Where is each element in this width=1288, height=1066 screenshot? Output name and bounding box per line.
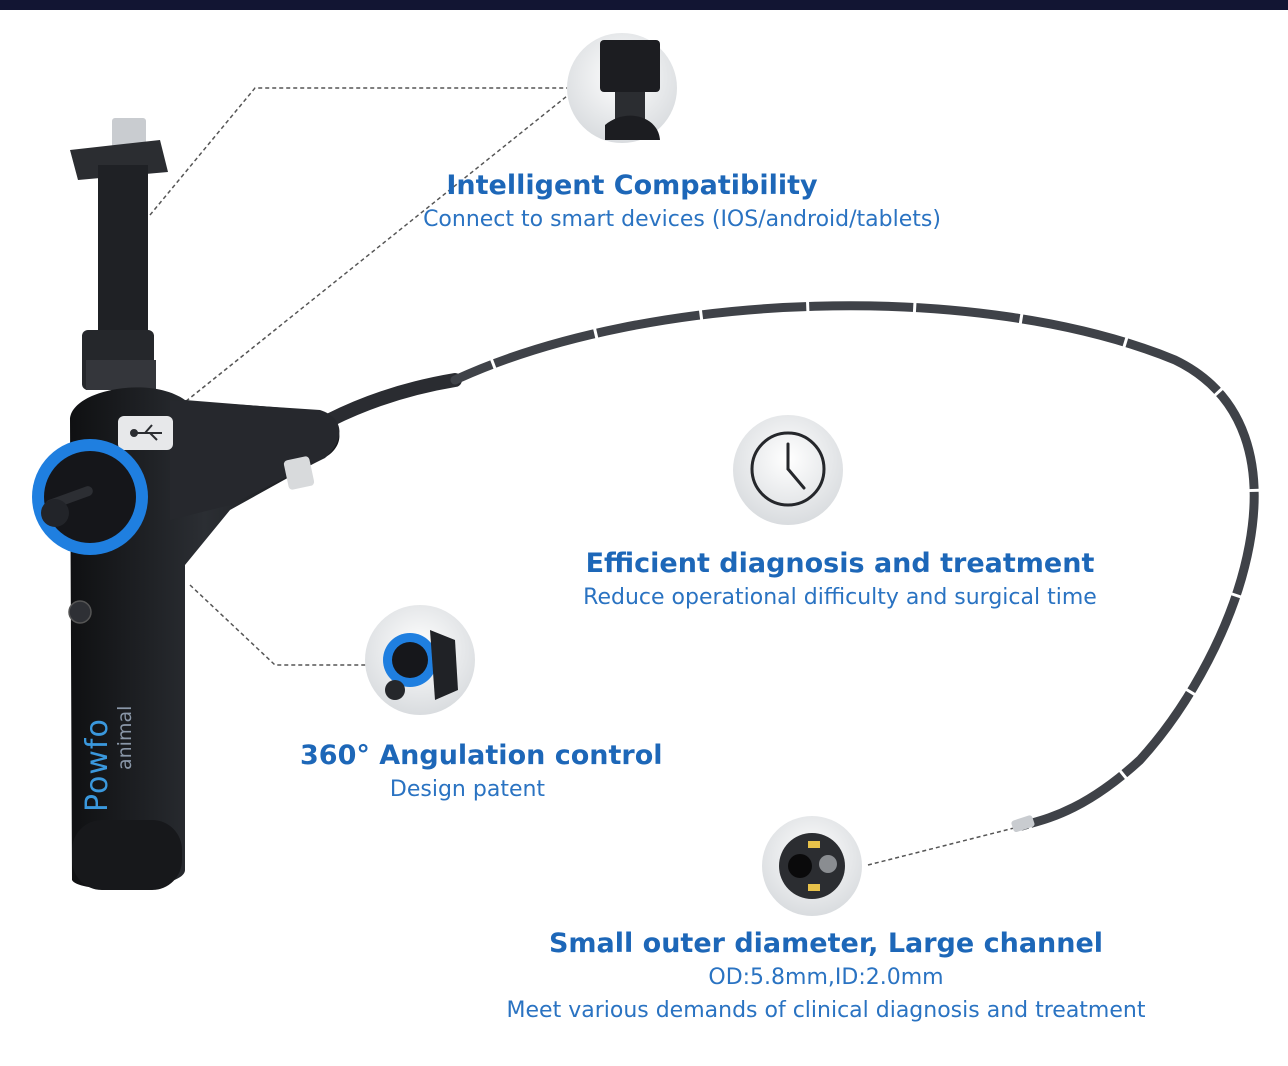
feature-diameter: Small outer diameter, Large channel OD:5… <box>470 928 1182 1023</box>
feature-compatibility-subtitle: Connect to smart devices (IOS/android/ta… <box>423 207 941 232</box>
usb-icon <box>130 424 162 441</box>
brand-logo: Powfo animal <box>68 700 148 820</box>
feature-diameter-detail: Meet various demands of clinical diagnos… <box>506 998 1146 1023</box>
leader-lines <box>149 87 1019 866</box>
feature-compatibility: Intelligent Compatibility Connect to sma… <box>392 170 972 232</box>
clock-icon <box>750 431 826 507</box>
insertion-cable <box>323 300 1260 833</box>
feature-angulation-subtitle: Design patent <box>389 777 546 802</box>
feature-efficiency-title: Efficient diagnosis and treatment <box>585 548 1095 579</box>
dial-detail-circle <box>365 605 475 715</box>
top-bar <box>0 0 1288 10</box>
phone-clamp-detail-circle <box>567 33 677 143</box>
brand-name: Powfo <box>80 718 115 812</box>
feature-angulation: 360° Angulation control Design patent <box>300 740 663 802</box>
feature-diameter-subtitle: OD:5.8mm,ID:2.0mm <box>708 965 944 990</box>
brand-tagline: animal <box>114 705 136 770</box>
lens-tip-detail-circle <box>762 816 862 916</box>
feature-efficiency: Efficient diagnosis and treatment Reduce… <box>540 548 1140 610</box>
feature-angulation-title: 360° Angulation control <box>300 740 663 771</box>
endoscope-handle <box>32 118 340 890</box>
feature-diameter-title: Small outer diameter, Large channel <box>548 928 1104 959</box>
feature-compatibility-title: Intelligent Compatibility <box>446 170 818 201</box>
feature-efficiency-subtitle: Reduce operational difficulty and surgic… <box>583 585 1097 610</box>
